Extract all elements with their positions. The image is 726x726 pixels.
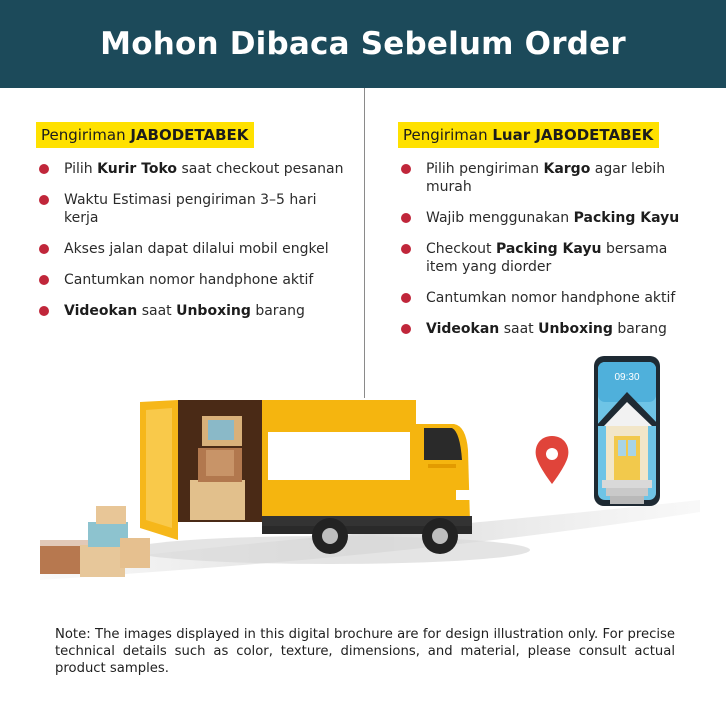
bullet-dot-icon bbox=[401, 164, 411, 174]
tag-prefix: Pengiriman bbox=[41, 126, 131, 144]
section-tag-jabodetabek: Pengiriman JABODETABEK bbox=[36, 122, 255, 148]
list-item: Checkout Packing Kayu bersama item yang … bbox=[398, 240, 698, 276]
section-luar-jabodetabek: Pengiriman Luar JABODETABEK Pilih pengir… bbox=[398, 122, 698, 351]
bullet-dot-icon bbox=[39, 306, 49, 316]
phone-time: 09:30 bbox=[614, 372, 639, 383]
list-item: Pilih pengiriman Kargo agar lebih murah bbox=[398, 160, 698, 196]
cardboard-boxes-icon bbox=[40, 506, 150, 577]
bullet-dot-icon bbox=[401, 293, 411, 303]
bullet-dot-icon bbox=[39, 164, 49, 174]
list-item: Waktu Estimasi pengiriman 3–5 hari kerja bbox=[36, 191, 346, 227]
bullet-dot-icon bbox=[39, 244, 49, 254]
bullet-dot-icon bbox=[39, 195, 49, 205]
bullet-list: Pilih Kurir Toko saat checkout pesanan W… bbox=[36, 160, 346, 320]
bullet-dot-icon bbox=[401, 244, 411, 254]
truck-icon bbox=[140, 400, 472, 554]
list-item: Cantumkan nomor handphone aktif bbox=[398, 289, 698, 307]
delivery-illustration: 09:30 bbox=[40, 356, 700, 580]
tag-bold: Luar JABODETABEK bbox=[492, 126, 654, 144]
smartphone-icon: 09:30 bbox=[594, 356, 660, 506]
page-header: Mohon Dibaca Sebelum Order bbox=[0, 0, 726, 88]
list-item: Videokan saat Unboxing barang bbox=[36, 302, 346, 320]
list-item: Wajib menggunakan Packing Kayu bbox=[398, 209, 698, 227]
list-item: Videokan saat Unboxing barang bbox=[398, 320, 698, 338]
bullet-dot-icon bbox=[39, 275, 49, 285]
section-jabodetabek: Pengiriman JABODETABEK Pilih Kurir Toko … bbox=[36, 122, 346, 333]
page-title: Mohon Dibaca Sebelum Order bbox=[100, 26, 626, 62]
list-item: Akses jalan dapat dilalui mobil engkel bbox=[36, 240, 346, 258]
tag-bold: JABODETABEK bbox=[130, 126, 249, 144]
list-item: Pilih Kurir Toko saat checkout pesanan bbox=[36, 160, 346, 178]
bullet-dot-icon bbox=[401, 324, 411, 334]
column-divider bbox=[364, 88, 365, 398]
section-tag-luar-jabodetabek: Pengiriman Luar JABODETABEK bbox=[398, 122, 660, 148]
tag-prefix: Pengiriman bbox=[403, 126, 493, 144]
bullet-list: Pilih pengiriman Kargo agar lebih murah … bbox=[398, 160, 698, 338]
disclaimer-note: Note: The images displayed in this digit… bbox=[55, 627, 675, 676]
list-item: Cantumkan nomor handphone aktif bbox=[36, 271, 346, 289]
location-pin-icon bbox=[535, 436, 569, 484]
bullet-dot-icon bbox=[401, 213, 411, 223]
